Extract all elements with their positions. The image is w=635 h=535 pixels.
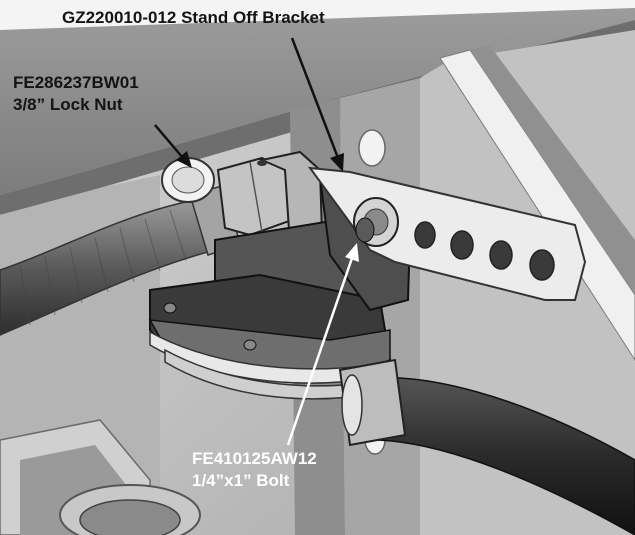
lock-nut-description: 3/8” Lock Nut bbox=[13, 95, 123, 114]
bottom-fitting-inner bbox=[79, 499, 181, 535]
bolt-description: 1/4”x1” Bolt bbox=[192, 471, 290, 490]
bracket-part-label: GZ220010-012 Stand Off Bracket bbox=[62, 8, 325, 27]
switch-screw bbox=[243, 339, 257, 351]
callout-lock-nut: FE286237BW01 3/8” Lock Nut bbox=[13, 72, 139, 116]
lock-nut-part-number: FE286237BW01 bbox=[13, 73, 139, 92]
switch-screw bbox=[163, 302, 177, 314]
leader-bracket bbox=[290, 37, 344, 172]
hose-braid bbox=[19, 209, 187, 326]
callout-bracket: GZ220010-012 Stand Off Bracket bbox=[62, 7, 325, 29]
leader-lock-nut bbox=[154, 124, 192, 168]
rail-hole bbox=[358, 129, 386, 167]
right-hose bbox=[359, 377, 635, 535]
bolt-washer bbox=[355, 217, 375, 243]
bracket-holes bbox=[414, 221, 555, 281]
top-panel bbox=[0, 0, 635, 30]
callout-bolt: FE410125AW12 1/4”x1” Bolt bbox=[192, 448, 317, 492]
right-flange-shadow bbox=[470, 46, 635, 295]
bolt-part-number: FE410125AW12 bbox=[192, 449, 317, 468]
lock-nut-hex bbox=[216, 156, 294, 237]
leader-bolt bbox=[286, 243, 359, 446]
